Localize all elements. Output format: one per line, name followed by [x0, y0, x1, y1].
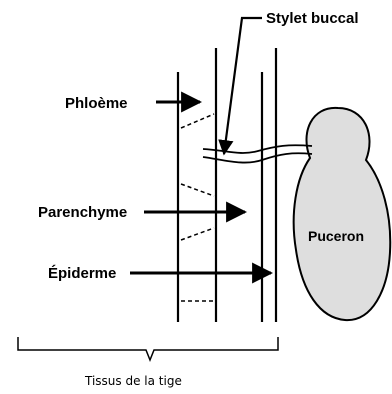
aphid-body	[294, 108, 391, 320]
dash-wall-3	[181, 228, 214, 240]
aphid-label: Puceron	[308, 228, 364, 244]
dash-wall-1	[181, 114, 214, 128]
epidermis-label: Épiderme	[48, 265, 116, 282]
stem-bracket	[18, 337, 278, 360]
parenchyma-label: Parenchyme	[38, 204, 127, 221]
phloem-label: Phloème	[65, 95, 128, 112]
stylet-label: Stylet buccal	[266, 10, 359, 27]
stylet-pointer-arrow	[224, 18, 262, 154]
stem-tissue-lines	[178, 48, 276, 322]
stylet	[203, 145, 312, 162]
stem-tissues-label: Tissus de la tige	[84, 374, 182, 388]
dash-wall-2	[181, 184, 214, 196]
